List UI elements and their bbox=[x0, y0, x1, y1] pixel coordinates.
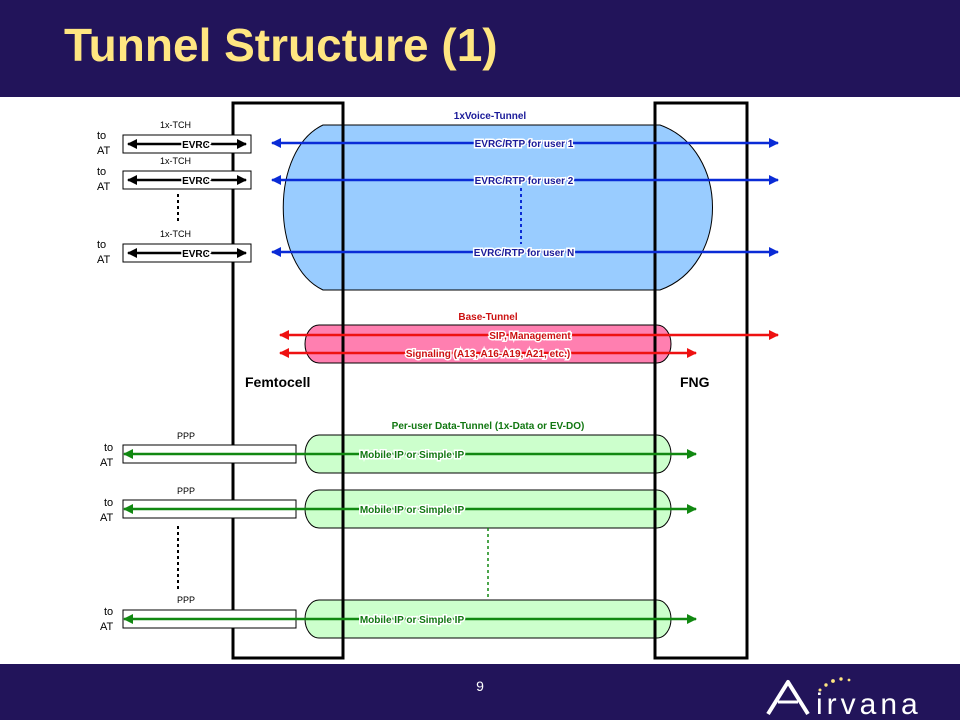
data-flow-label: Mobile IP or Simple IP bbox=[360, 505, 465, 516]
at-label: AT bbox=[100, 512, 114, 524]
at-label: AT bbox=[100, 457, 114, 469]
voice-flow-user-1: EVRC/RTP for user 1 bbox=[271, 138, 779, 152]
at-label: AT bbox=[97, 254, 111, 266]
data-link-n: PPP Mobile IP or Simple IP to AT bbox=[100, 595, 697, 633]
at-label: AT bbox=[97, 145, 111, 157]
data-link-2: PPP Mobile IP or Simple IP to AT bbox=[100, 486, 697, 524]
channel-label: 1x-TCH bbox=[160, 156, 191, 166]
fng-label: FNG bbox=[680, 374, 710, 390]
codec-label: EVRC bbox=[182, 249, 210, 260]
data-flow-label: Mobile IP or Simple IP bbox=[360, 615, 465, 626]
title-bar bbox=[0, 0, 960, 97]
voice-tunnel-label: 1xVoice-Tunnel bbox=[454, 111, 527, 122]
to-label: to bbox=[104, 606, 113, 618]
base-flow-label: Signaling (A13, A16-A19, A21, etc.) bbox=[406, 349, 570, 360]
at-label: AT bbox=[100, 621, 114, 633]
voice-flow-label: EVRC/RTP for user 2 bbox=[475, 176, 574, 187]
airvana-logo: irvana bbox=[766, 677, 922, 720]
voice-flow-label: EVRC/RTP for user 1 bbox=[475, 139, 574, 150]
page-number: 9 bbox=[476, 678, 484, 694]
voice-at-link-n: 1x-TCH EVRC to AT bbox=[97, 229, 252, 266]
data-flow-label: Mobile IP or Simple IP bbox=[360, 450, 465, 461]
footer-bar bbox=[0, 664, 960, 720]
femtocell-box bbox=[231, 101, 345, 660]
tunnel-diagram: 1xVoice-Tunnel Base-Tunnel Per-user Data… bbox=[97, 101, 779, 660]
femtocell-label: Femtocell bbox=[245, 374, 310, 390]
channel-label: PPP bbox=[177, 595, 195, 605]
channel-label: 1x-TCH bbox=[160, 120, 191, 130]
codec-label: EVRC bbox=[182, 140, 210, 151]
codec-label: EVRC bbox=[182, 176, 210, 187]
slide-title: Tunnel Structure (1) bbox=[64, 19, 498, 71]
base-flow-sip: SIP, Management bbox=[279, 330, 779, 344]
channel-label: PPP bbox=[177, 431, 195, 441]
to-label: to bbox=[97, 130, 106, 142]
voice-at-link-2: 1x-TCH EVRC to AT bbox=[97, 156, 252, 193]
logo-text: irvana bbox=[816, 688, 922, 720]
base-tunnel-label: Base-Tunnel bbox=[458, 312, 517, 323]
voice-flow-user-n: EVRC/RTP for user N bbox=[271, 247, 779, 261]
data-tunnel-label: Per-user Data-Tunnel (1x-Data or EV-DO) bbox=[392, 421, 585, 432]
voice-flow-user-2: EVRC/RTP for user 2 bbox=[271, 175, 779, 189]
data-link-1: PPP Mobile IP or Simple IP to AT bbox=[100, 431, 697, 469]
to-label: to bbox=[104, 442, 113, 454]
channel-label: PPP bbox=[177, 486, 195, 496]
to-label: to bbox=[97, 166, 106, 178]
base-flow-signaling: Signaling (A13, A16-A19, A21, etc.) bbox=[279, 348, 697, 362]
voice-at-link-1: 1x-TCH EVRC to AT bbox=[97, 120, 252, 157]
base-flow-label: SIP, Management bbox=[489, 331, 571, 342]
to-label: to bbox=[104, 497, 113, 509]
voice-flow-label: EVRC/RTP for user N bbox=[474, 248, 574, 259]
fng-box bbox=[653, 101, 749, 660]
at-label: AT bbox=[97, 181, 111, 193]
to-label: to bbox=[97, 239, 106, 251]
channel-label: 1x-TCH bbox=[160, 229, 191, 239]
